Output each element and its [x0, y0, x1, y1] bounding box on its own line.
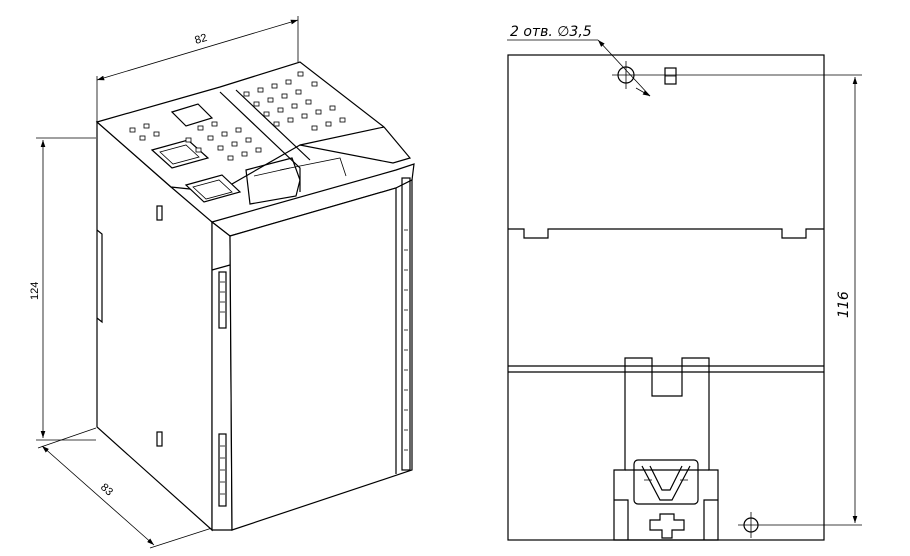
- ethernet-port-2: [184, 174, 242, 203]
- terminal-strip-left-top: [218, 271, 227, 329]
- din-rail-latch: [613, 357, 719, 541]
- rear-upper-seam: [508, 228, 824, 239]
- hole-note-leader: [507, 39, 651, 97]
- ethernet-port-3: [170, 103, 214, 127]
- dim-height-label: 124: [29, 282, 41, 300]
- mounting-hole-bottom: [738, 512, 862, 538]
- dimension-hole-spacing: 116: [836, 77, 858, 523]
- dim-depth-label: 83: [98, 481, 115, 498]
- dim-hole-spacing-label: 116: [836, 291, 852, 318]
- hole-note-label: 2 отв. ∅3,5: [510, 24, 592, 40]
- vent-holes-left: [129, 121, 262, 161]
- terminal-strip-left-bottom: [218, 433, 227, 507]
- isometric-view: 82 124 83: [29, 16, 415, 549]
- housing-front-face: [211, 220, 233, 531]
- rear-view: 2 отв. ∅3,5 116: [507, 24, 862, 541]
- rear-outline: [507, 54, 825, 541]
- mounting-hole-top: [612, 61, 862, 89]
- dimension-width: 82: [96, 16, 299, 122]
- housing-right-face: [229, 179, 413, 531]
- ethernet-port-1: [150, 139, 210, 169]
- dim-width-label: 82: [193, 32, 208, 47]
- terminal-strip-right: [401, 177, 411, 471]
- dimension-height: 124: [29, 137, 96, 441]
- left-latch-slot-top: [156, 205, 163, 221]
- left-latch-slot-bottom: [156, 431, 163, 447]
- vent-holes-right: [243, 71, 346, 131]
